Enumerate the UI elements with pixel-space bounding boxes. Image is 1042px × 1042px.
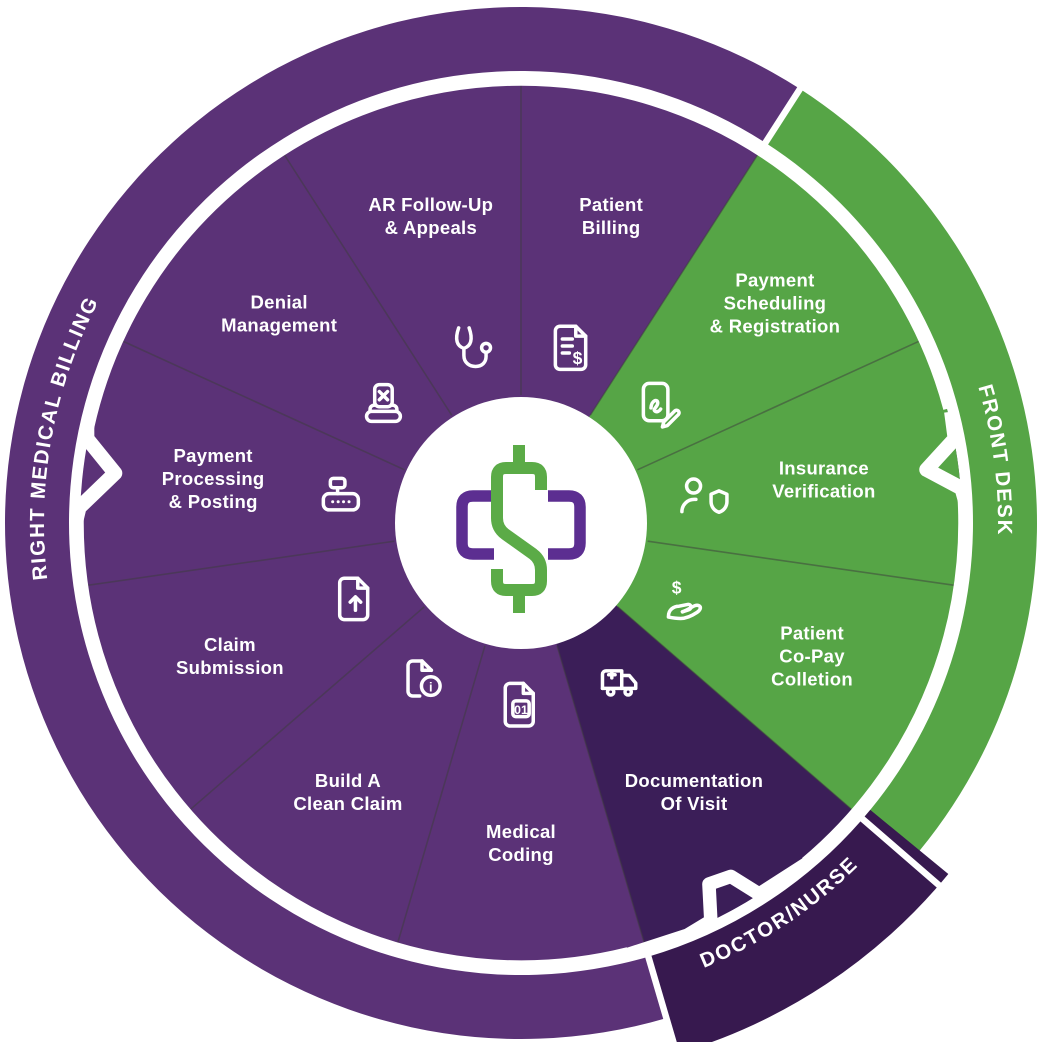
logo-right-bracket <box>548 490 586 560</box>
segment-divider <box>87 540 395 587</box>
svg-text:$: $ <box>672 577 682 597</box>
ring-gap <box>858 814 945 891</box>
separator-ring <box>69 519 631 975</box>
invoice-dollar-icon: $ <box>553 324 588 372</box>
segment-divider <box>122 340 405 471</box>
code-file-icon: 01 <box>503 681 536 728</box>
ring-doctor-nurse <box>648 809 949 1042</box>
segment-divider <box>556 645 646 944</box>
billing-cross-logo <box>456 445 586 613</box>
ring-gap <box>644 952 677 1042</box>
separator-ring <box>79 71 958 429</box>
ballot-x-icon <box>364 382 403 424</box>
segment-divider <box>189 606 425 811</box>
segment-divider <box>637 340 920 471</box>
person-shield-icon <box>680 477 729 515</box>
ring-front-desk <box>765 88 1037 861</box>
registration-form-icon <box>641 381 681 429</box>
ring-notch-right <box>919 410 972 502</box>
logo-left-bracket <box>456 490 494 560</box>
logo-dollar-s <box>491 462 547 596</box>
svg-text:i: i <box>429 679 433 694</box>
ring-gap <box>761 82 806 148</box>
file-info-icon: i <box>406 659 442 698</box>
separator-ring <box>802 499 973 870</box>
hand-dollar-icon: $ <box>666 577 703 621</box>
doctor-nurse-wheel-area <box>521 523 855 947</box>
ambulance-icon <box>600 669 638 697</box>
center-hub <box>395 397 647 649</box>
segment-divider <box>283 154 453 416</box>
segment-divider <box>396 645 486 944</box>
file-upload-icon <box>337 576 370 622</box>
svg-text:$: $ <box>573 348 583 368</box>
ring-notch-left <box>69 426 123 521</box>
stethoscope-icon <box>454 326 493 369</box>
front-desk-wheel-area <box>521 152 963 812</box>
ring-ekg-pulse <box>626 857 811 961</box>
segment-divider <box>647 540 955 587</box>
segment-divider <box>589 154 759 416</box>
ring-right-medical-billing <box>5 7 800 1040</box>
svg-text:01: 01 <box>514 703 528 717</box>
pos-terminal-icon <box>321 476 361 512</box>
segment-label-ar-follow-up-appeals: AR Follow-Up& Appeals <box>368 194 493 238</box>
segment-divider <box>617 606 853 811</box>
